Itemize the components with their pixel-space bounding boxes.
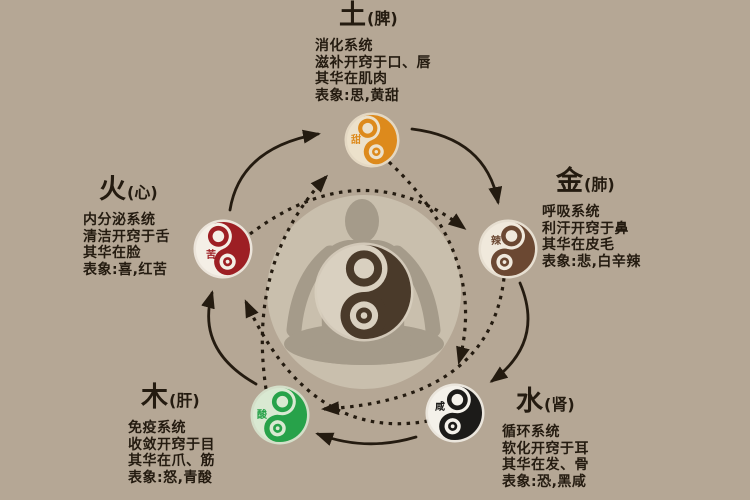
element-line: 其华在脸 [83,245,141,261]
center-figure-group [267,195,461,389]
element-line: 其华在发、骨 [502,457,589,473]
overcoming-arrow-fire-metal [249,188,467,236]
element-line: 清洁开窍于舌 [83,228,170,245]
element-organ: (心) [127,183,158,202]
cycle-arrows-group [201,127,530,446]
element-line: 其华在爪、筋 [128,453,215,469]
element-line: 其华在肌肉 [315,71,388,87]
element-line: 表象:恐,黑咸 [502,473,587,490]
taiji-water-icon [425,383,485,443]
element-title: 火(心) [99,175,170,208]
element-title: 土(脾) [339,1,431,34]
element-title: 木(肝) [141,383,215,416]
element-line: 软化开窍于耳 [502,440,589,457]
taiji-metal-icon [478,219,538,279]
element-name: 木 [141,382,169,413]
element-line: 利汗开窍于鼻 [542,220,629,237]
taste-label-water: 咸 [435,400,445,413]
element-description: 消化系统 滋补开窍于口、唇 其华在肌肉 表象:思,黄甜 [315,38,431,104]
element-line: 表象:悲,白辛辣 [542,253,641,270]
element-name: 土 [339,0,367,31]
element-organ: (肺) [584,175,615,194]
element-line: 循环系统 [502,424,560,440]
taiji-wood-icon [250,385,310,445]
taiji-earth-icon [344,112,400,168]
element-line: 内分泌系统 [83,212,156,228]
element-line: 滋补开窍于口、唇 [315,54,431,71]
taste-label-earth: 甜 [351,133,361,146]
element-description: 循环系统 软化开窍于耳 其华在发、骨 表象:恐,黑咸 [502,424,589,490]
element-label-fire: 火(心) 内分泌系统 清洁开窍于舌 其华在脸 表象:喜,红苦 [83,175,170,278]
element-line: 其华在皮毛 [542,237,615,253]
element-title: 水(肾) [516,387,589,420]
element-organ: (肝) [169,391,200,410]
taste-label-fire: 苦 [206,248,216,261]
generation-arrow-earth-metal [410,127,503,205]
generation-arrow-fire-earth [228,129,321,212]
element-line: 表象:喜,红苦 [83,261,168,278]
element-label-water: 水(肾) 循环系统 软化开窍于耳 其华在发、骨 表象:恐,黑咸 [502,387,589,490]
overcoming-arrow-metal-wood [321,277,506,416]
element-description: 呼吸系统 利汗开窍于鼻 其华在皮毛 表象:悲,白辛辣 [542,204,641,270]
taiji-fire-icon [193,219,253,279]
element-line: 表象:怒,青酸 [128,469,213,486]
element-line: 表象:思,黄甜 [315,87,400,104]
element-organ: (脾) [367,9,398,28]
generation-arrow-water-wood [315,432,418,446]
element-name: 水 [516,386,544,417]
element-line: 呼吸系统 [542,204,600,220]
taste-label-wood: 酸 [257,408,268,421]
element-line: 消化系统 [315,38,373,54]
center-yin-yang-icon [314,242,414,342]
element-line: 收敛开窍于目 [128,436,215,453]
element-label-wood: 木(肝) 免疫系统 收敛开窍于目 其华在爪、筋 表象:怒,青酸 [128,383,215,486]
element-line: 免疫系统 [128,420,186,436]
element-label-earth: 土(脾) 消化系统 滋补开窍于口、唇 其华在肌肉 表象:思,黄甜 [315,1,431,104]
generation-arrow-wood-fire [201,290,258,386]
element-description: 内分泌系统 清洁开窍于舌 其华在脸 表象:喜,红苦 [83,212,170,278]
generation-arrow-metal-water [489,281,530,383]
element-name: 火 [99,174,127,205]
element-title: 金(肺) [556,167,641,200]
element-name: 金 [556,166,584,197]
taste-label-metal: 辣 [491,234,502,247]
element-organ: (肾) [544,395,575,414]
element-description: 免疫系统 收敛开窍于目 其华在爪、筋 表象:怒,青酸 [128,420,215,486]
overcoming-arrow-earth-water [387,160,470,365]
element-label-metal: 金(肺) 呼吸系统 利汗开窍于鼻 其华在皮毛 表象:悲,白辛辣 [542,167,641,270]
overcoming-arrow-wood-earth [260,174,329,390]
